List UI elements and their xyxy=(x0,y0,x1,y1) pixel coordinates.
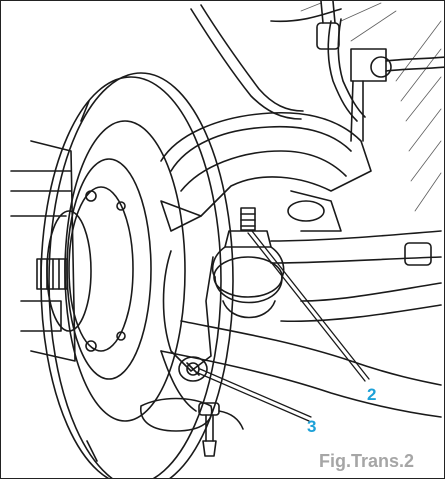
steering-knuckle xyxy=(160,250,214,412)
hoses-and-cables xyxy=(190,1,444,142)
callout-2-label: 2 xyxy=(367,385,377,404)
callout-3-label: 3 xyxy=(307,417,317,436)
lower-arm xyxy=(160,230,442,418)
leader-lines xyxy=(197,230,370,422)
figure-caption: Fig.Trans.2 xyxy=(319,451,415,471)
background-hatching xyxy=(300,2,442,212)
ball-joint-upper xyxy=(211,207,285,319)
suspension-arm xyxy=(160,111,372,232)
brake-disc xyxy=(40,72,234,478)
ball-joint-lower xyxy=(140,397,244,457)
